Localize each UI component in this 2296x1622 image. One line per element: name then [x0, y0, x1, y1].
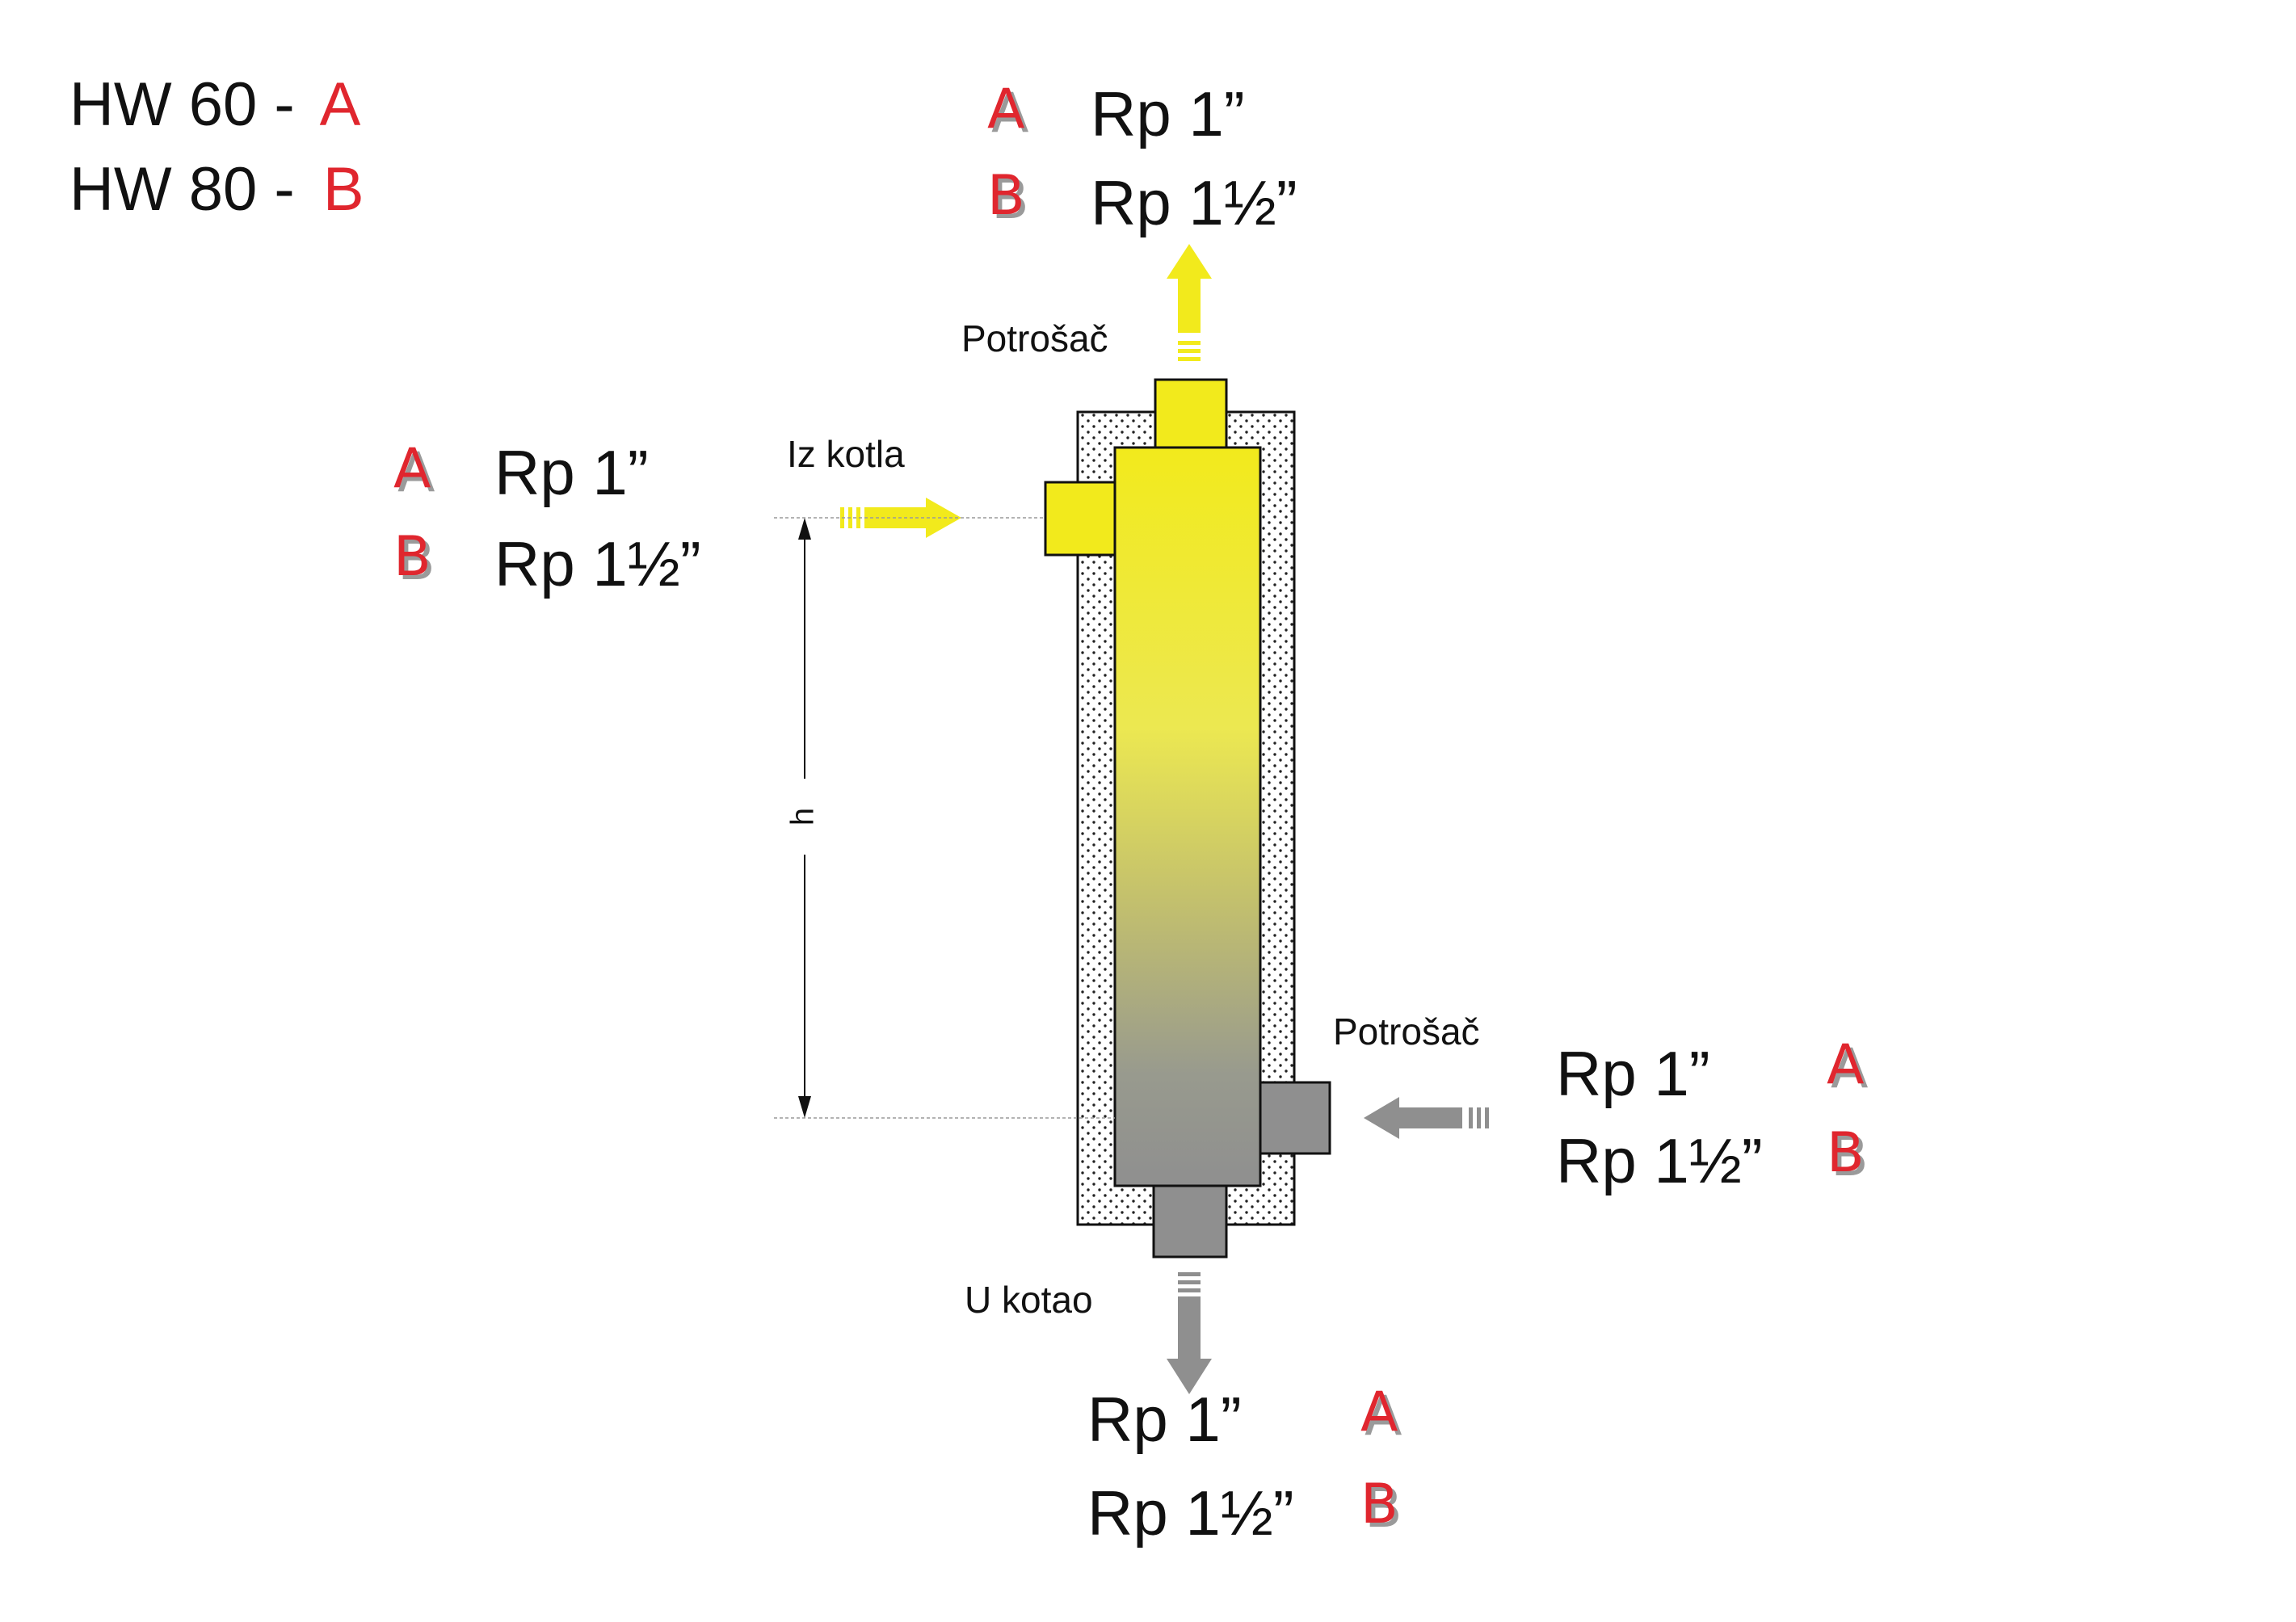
left-size-a: Rp 1”	[494, 437, 649, 508]
svg-text:A: A	[1365, 1385, 1402, 1448]
top-size-b: Rp 1½”	[1091, 167, 1297, 238]
top-outlet-label: Potrošač	[961, 317, 1108, 359]
legend-model-hw60: HW 60 -	[69, 70, 295, 139]
vessel-body	[1113, 446, 1262, 1187]
right-connection-sizes: Rp 1” A A Rp 1½” B B	[1556, 1033, 1869, 1196]
legend-code-b: B	[323, 155, 364, 224]
model-legend: HW 60 - A HW 80 - B	[69, 70, 364, 224]
left-code-b: B	[393, 525, 431, 589]
svg-text:B: B	[397, 529, 435, 593]
right-code-a: A	[1827, 1033, 1865, 1097]
top-connection-sizes: A A Rp 1” B B Rp 1½”	[987, 78, 1297, 238]
consumer-return-label: Potrošač	[1333, 1011, 1480, 1053]
bottom-size-b: Rp 1½”	[1087, 1477, 1294, 1548]
left-code-a: A	[393, 437, 431, 501]
right-return-arrow	[1364, 1097, 1489, 1139]
bottom-size-a: Rp 1”	[1087, 1384, 1242, 1455]
boiler-return-label: U kotao	[965, 1279, 1093, 1321]
svg-text:B: B	[1365, 1477, 1402, 1540]
bottom-code-a: A	[1360, 1380, 1398, 1444]
svg-text:HW 60 - A: HW 60 - A	[69, 70, 361, 139]
height-dimension: h	[774, 517, 1115, 1119]
height-label: h	[785, 808, 821, 826]
legend-code-a: A	[320, 70, 361, 139]
bottom-code-b: B	[1360, 1473, 1398, 1536]
svg-text:A: A	[397, 441, 435, 505]
top-code-b: B	[987, 164, 1025, 228]
top-size-a: Rp 1”	[1091, 78, 1245, 149]
boiler-inlet-label: Iz kotla	[787, 433, 905, 475]
right-size-b: Rp 1½”	[1556, 1125, 1763, 1196]
legend-model-hw80: HW 80 -	[69, 155, 295, 224]
left-nozzle	[1044, 481, 1118, 557]
bottom-nozzle	[1152, 1184, 1228, 1259]
bottom-connection-sizes: Rp 1” A A Rp 1½” B B	[1087, 1380, 1402, 1548]
right-code-b: B	[1827, 1121, 1865, 1185]
top-code-a: A	[987, 78, 1025, 141]
right-size-a: Rp 1”	[1556, 1038, 1710, 1109]
svg-text:B: B	[991, 168, 1029, 232]
svg-text:B: B	[1831, 1125, 1869, 1189]
svg-text:HW 80 - B: HW 80 - B	[69, 155, 364, 224]
bottom-outlet-arrow	[1167, 1272, 1212, 1394]
svg-text:A: A	[1831, 1037, 1869, 1101]
left-connection-sizes: A A Rp 1” B B Rp 1½”	[393, 437, 701, 599]
top-nozzle	[1154, 378, 1228, 449]
right-nozzle	[1259, 1081, 1331, 1155]
left-size-b: Rp 1½”	[494, 528, 701, 599]
top-outlet-arrow	[1167, 244, 1212, 361]
svg-text:A: A	[991, 82, 1029, 145]
